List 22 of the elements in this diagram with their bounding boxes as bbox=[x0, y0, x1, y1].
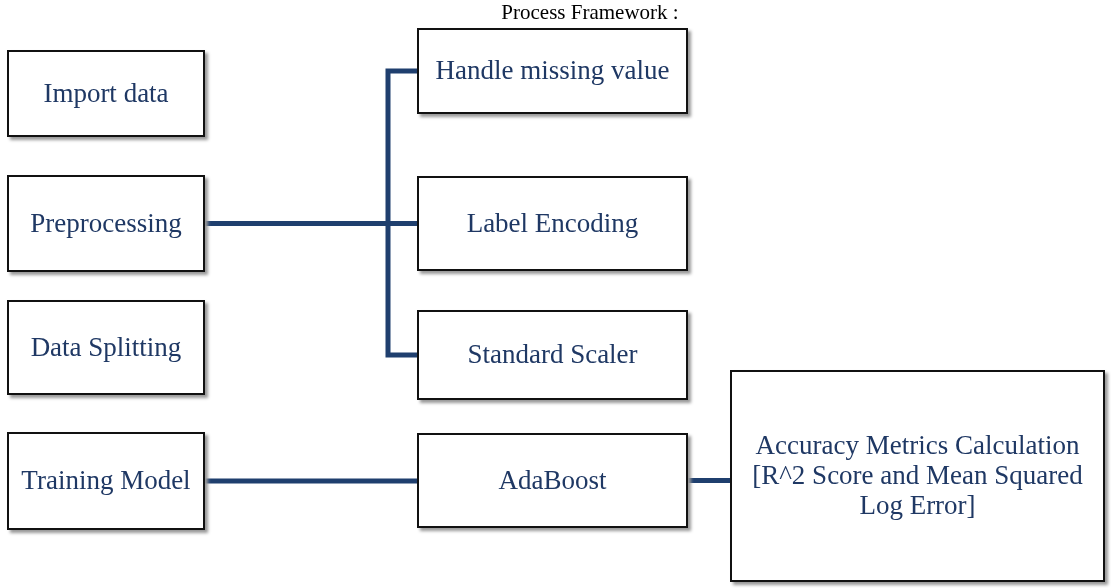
connector-line bbox=[205, 478, 417, 484]
box-text: Training Model bbox=[21, 466, 191, 496]
process-box bbox=[730, 370, 1105, 582]
connector-line bbox=[688, 478, 730, 483]
process-box bbox=[7, 175, 205, 272]
process-box bbox=[417, 310, 688, 400]
box-text: AdaBoost bbox=[498, 465, 607, 496]
process-box bbox=[7, 300, 205, 395]
box-text: Label Encoding bbox=[466, 208, 639, 239]
box-text: Standard Scaler bbox=[467, 340, 638, 370]
connector-line bbox=[205, 221, 417, 358]
process-box bbox=[417, 176, 688, 271]
process-box bbox=[7, 50, 205, 137]
process-box bbox=[7, 432, 205, 530]
box-text: Handle missing value bbox=[435, 56, 670, 86]
process-box bbox=[417, 433, 688, 528]
box-text: Data Splitting bbox=[30, 332, 182, 363]
diagram-title: Process Framework : bbox=[500, 1, 680, 23]
box-text: Preprocessing bbox=[30, 208, 182, 239]
box-text: Accuracy Metrics Calculation [R^2 Score and Mean Squared Log Error] bbox=[751, 431, 1084, 521]
process-box bbox=[417, 28, 688, 114]
box-text: Import data bbox=[43, 78, 169, 109]
